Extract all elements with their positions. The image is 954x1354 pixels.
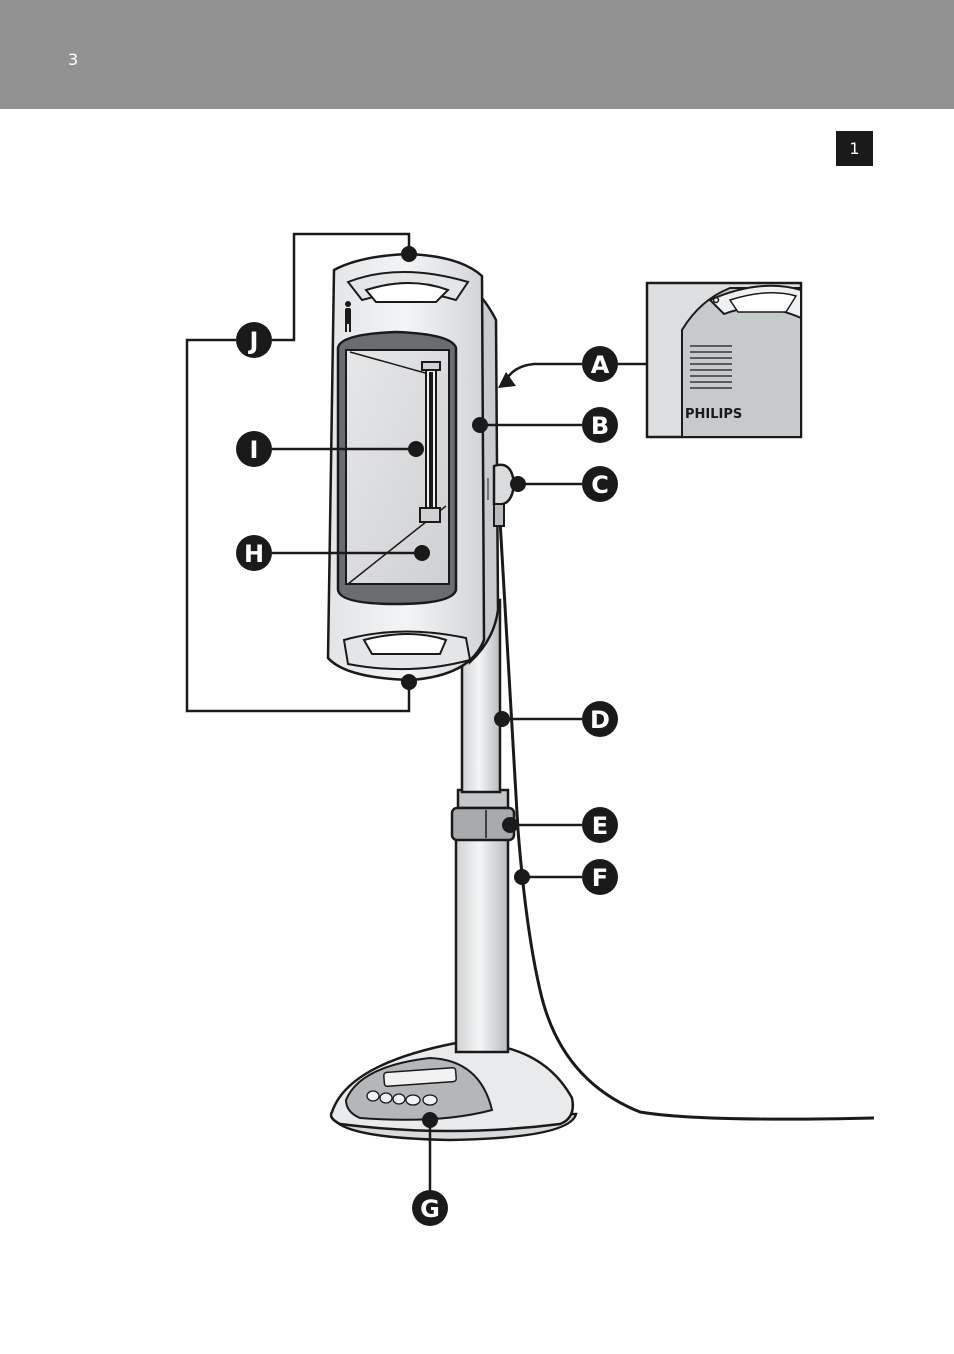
device-base: [331, 1043, 576, 1140]
callout-a-label: A: [591, 351, 610, 379]
callout-j-label: J: [248, 327, 259, 355]
callout-g: G: [412, 1190, 448, 1226]
inset-detail: PHILIPS: [647, 283, 801, 437]
top-carry-handle: [348, 272, 468, 302]
callout-a-arrowhead: [498, 372, 516, 388]
callout-f: F: [582, 859, 618, 895]
callout-d-label: D: [590, 706, 610, 734]
callout-c: C: [582, 466, 618, 502]
power-cord: [500, 520, 874, 1119]
callout-g-label: G: [420, 1195, 440, 1223]
callout-e: E: [582, 807, 618, 843]
callout-b-label: B: [591, 412, 609, 440]
bottom-carry-handle: [344, 631, 470, 669]
callout-e-label: E: [592, 812, 608, 840]
inset-brand-label: PHILIPS: [685, 407, 742, 422]
callout-h: H: [236, 535, 272, 571]
callout-b: B: [582, 407, 618, 443]
callout-f-label: F: [592, 864, 608, 892]
height-adjust-collar: [452, 790, 514, 840]
callout-i: I: [236, 431, 272, 467]
callout-h-label: H: [244, 540, 264, 568]
lower-pole: [456, 838, 508, 1052]
callout-d: D: [582, 701, 618, 737]
callout-j: J: [236, 322, 272, 358]
callout-c-label: C: [591, 471, 609, 499]
callout-a: A: [582, 346, 618, 382]
callout-i-label: I: [250, 436, 259, 464]
